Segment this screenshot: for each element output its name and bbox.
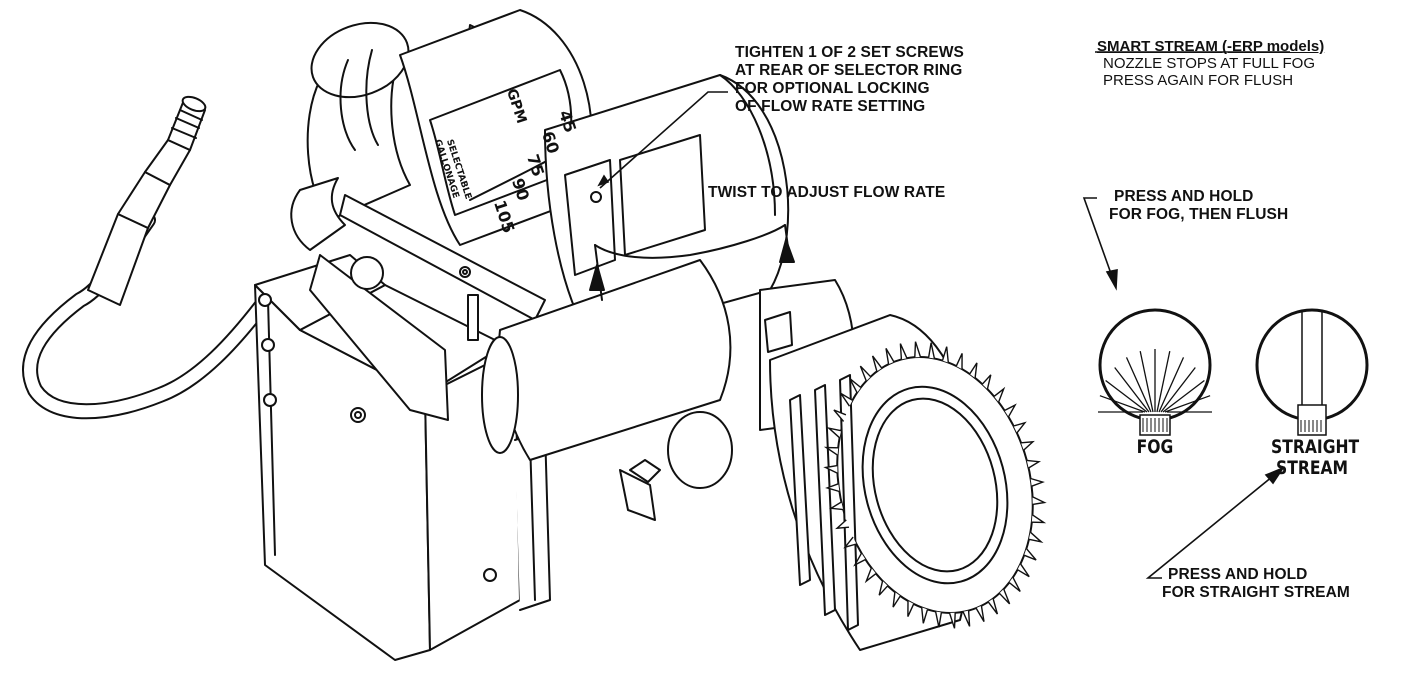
gear-tooth xyxy=(885,348,895,365)
straight-press-line-2: FOR STRAIGHT STREAM xyxy=(1162,584,1350,601)
gear-tooth xyxy=(849,378,862,394)
bale-handle xyxy=(309,194,546,421)
gear-tooth xyxy=(1008,576,1021,592)
fog-ray xyxy=(1139,350,1154,413)
gear-tooth xyxy=(1026,459,1042,469)
gear-tooth xyxy=(1028,531,1044,544)
gear-tooth xyxy=(825,483,840,493)
set-screws-line-3: FOR OPTIONAL LOCKING xyxy=(735,80,930,97)
fog-ray xyxy=(1162,379,1205,413)
gear-tooth xyxy=(987,598,999,615)
fog-ray xyxy=(1125,357,1152,413)
gear-tooth xyxy=(927,342,936,359)
straight-label-line-2: STREAM xyxy=(1275,457,1349,479)
smart-stream-line-2: PRESS AGAIN FOR FLUSH xyxy=(1103,72,1294,89)
fog-ray xyxy=(1099,395,1146,413)
straight-press-line-1: PRESS AND HOLD xyxy=(1168,566,1308,583)
gear-tooth xyxy=(975,605,985,622)
cable-connector xyxy=(22,95,270,420)
gear-tooth xyxy=(899,343,908,360)
gear-tooth xyxy=(1032,496,1047,506)
barrel xyxy=(481,74,855,521)
gear-tooth xyxy=(1023,548,1037,561)
nozzle-tip xyxy=(769,314,1034,651)
gear-tooth xyxy=(878,580,889,596)
set-screws-line-4: OF FLOW RATE SETTING xyxy=(735,98,926,115)
set-screws-line-1: TIGHTEN 1 OF 2 SET SCREWS xyxy=(735,44,964,61)
smart-stream-note: SMART STREAM (-ERP models) NOZZLE STOPS … xyxy=(1097,38,1324,89)
gear-tooth xyxy=(828,501,844,511)
gear-tooth xyxy=(993,386,1006,403)
selector-ring xyxy=(399,9,593,246)
gear-tooth xyxy=(981,374,992,390)
gear-tooth xyxy=(840,392,853,407)
gear-tooth xyxy=(864,567,877,584)
gear-tooth xyxy=(871,355,883,372)
fog-ray xyxy=(1160,367,1196,413)
straight-press-callout: PRESS AND HOLD FOR STRAIGHT STREAM xyxy=(1162,566,1350,602)
gear-tooth xyxy=(843,536,857,549)
fog-ray xyxy=(1164,395,1211,413)
fog-pattern-icon xyxy=(1098,308,1212,436)
fog-press-line-2: FOR FOG, THEN FLUSH xyxy=(1109,206,1289,223)
gear-tooth xyxy=(1031,514,1047,524)
gear-tooth xyxy=(934,611,943,628)
gear-tooth xyxy=(941,346,949,363)
gear-tooth xyxy=(969,362,978,379)
gear-tooth xyxy=(1030,477,1045,487)
gear-tooth xyxy=(859,365,872,382)
gear-tooth xyxy=(853,552,866,567)
nozzle-teeth xyxy=(823,341,1047,629)
gear-tooth xyxy=(962,610,971,627)
gear-tooth xyxy=(998,588,1011,605)
straight-stream-pattern-icon xyxy=(1255,308,1369,436)
gear-tooth xyxy=(1004,403,1017,418)
straight-label-line-1: STRAIGHT xyxy=(1271,436,1360,458)
gear-tooth xyxy=(826,426,842,439)
gear-tooth xyxy=(948,612,956,629)
smart-stream-line-1: NOZZLE STOPS AT FULL FOG xyxy=(1103,55,1315,72)
twist-callout: TWIST TO ADJUST FLOW RATE xyxy=(708,184,946,201)
leader-lines xyxy=(597,51,1290,579)
gear-tooth xyxy=(833,409,847,422)
gear-tooth xyxy=(1013,421,1027,434)
fog-press-callout: PRESS AND HOLD FOR FOG, THEN FLUSH xyxy=(1109,188,1288,224)
fog-ray xyxy=(1114,367,1150,413)
twist-arrow xyxy=(589,224,795,301)
fog-ray xyxy=(1156,350,1171,413)
smart-stream-heading: SMART STREAM (-ERP models) xyxy=(1097,38,1325,55)
gear-tooth xyxy=(955,353,963,370)
fog-ray xyxy=(1105,379,1148,413)
gear-tooth xyxy=(823,464,838,474)
gear-tooth xyxy=(907,600,915,617)
set-screws-line-2: AT REAR OF SELECTOR RING xyxy=(735,62,963,79)
straight-stream-label: STRAIGHT STREAM xyxy=(1271,436,1360,479)
gear-tooth xyxy=(823,446,839,456)
fog-ray xyxy=(1158,357,1185,413)
set-screws-callout: TIGHTEN 1 OF 2 SET SCREWS AT REAR OF SEL… xyxy=(735,44,964,116)
gear-tooth xyxy=(1020,440,1035,451)
gear-tooth xyxy=(835,519,850,530)
motor-housing xyxy=(254,254,551,661)
fog-press-line-1: PRESS AND HOLD xyxy=(1114,188,1254,205)
gear-tooth xyxy=(892,591,901,608)
fog-label: FOG xyxy=(1136,436,1174,458)
gear-tooth xyxy=(921,607,929,624)
gear-tooth xyxy=(1017,563,1030,578)
gear-tooth xyxy=(914,341,922,358)
